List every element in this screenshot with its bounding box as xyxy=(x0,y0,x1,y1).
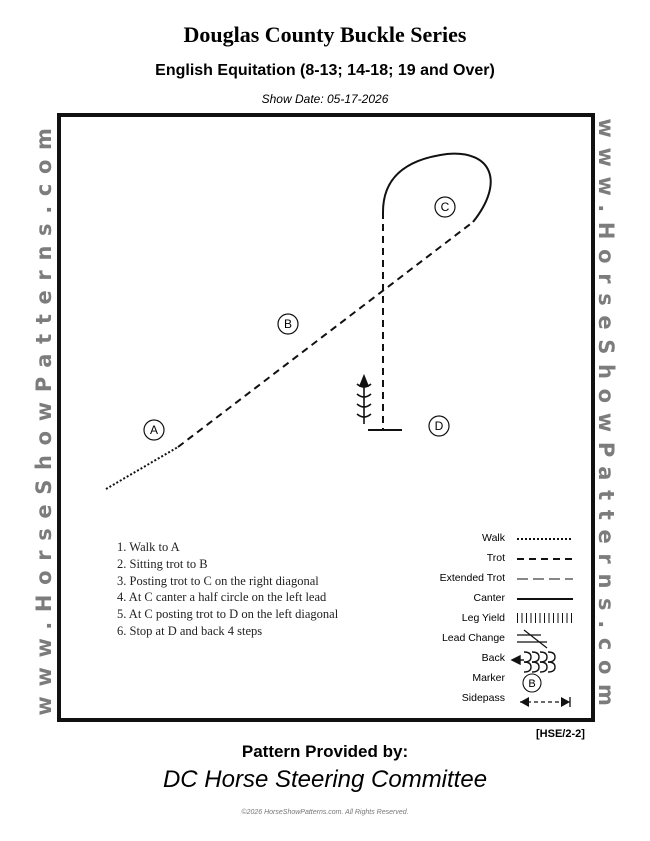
legend-trot-label: Trot xyxy=(486,552,505,564)
pattern-code: [HSE/2-2] xyxy=(536,728,585,740)
step-item: 6. Stop at D and back 4 steps xyxy=(117,623,263,638)
step-item: 1. Walk to A xyxy=(117,540,180,554)
legend-canter-label: Canter xyxy=(473,592,505,604)
path-walk xyxy=(105,446,179,490)
step-item: 3. Posting trot to C on the right diagon… xyxy=(117,573,319,588)
legend-marker-symbol-label: B xyxy=(528,678,535,690)
marker-d: D xyxy=(428,415,450,437)
step-item: 4. At C canter a half circle on the left… xyxy=(117,590,327,605)
marker-b-label: B xyxy=(284,317,292,331)
marker-a-label: A xyxy=(150,423,158,437)
marker-b: B xyxy=(277,313,299,335)
marker-a: A xyxy=(143,419,165,441)
path-canter-half-circle xyxy=(382,152,492,223)
step-item: 5. At C posting trot to D on the left di… xyxy=(117,607,339,622)
back-steps-symbol xyxy=(356,373,372,424)
marker-c: C xyxy=(434,196,456,218)
pattern-title: Douglas County Buckle Series xyxy=(183,22,467,47)
legend-marker-symbol: B xyxy=(522,673,542,693)
provided-by-heading: Pattern Provided by: xyxy=(241,742,409,761)
marker-c-label: C xyxy=(441,200,450,214)
legend-leg-yield-label: Leg Yield xyxy=(461,612,505,624)
legend-back-symbol xyxy=(510,651,556,673)
legend-walk-label: Walk xyxy=(482,532,505,544)
copyright-notice: ©2026 HorseShowPatterns.com. All Rights … xyxy=(241,809,409,816)
path-trot-diagonal xyxy=(177,221,474,448)
provider-name: DC Horse Steering Committee xyxy=(162,766,488,793)
legend-sidepass-symbol xyxy=(520,697,571,707)
legend-lead-change-label: Lead Change xyxy=(441,632,505,644)
legend-marker-label: Marker xyxy=(472,672,505,684)
legend-back-label: Back xyxy=(481,652,505,664)
show-date: Show Date: 05-17-2026 xyxy=(261,92,389,106)
step-item: 2. Sitting trot to B xyxy=(117,556,208,571)
legend-extended-trot-label: Extended Trot xyxy=(439,572,505,584)
class-subtitle: English Equitation (8-13; 14-18; 19 and … xyxy=(155,62,495,79)
arena-border xyxy=(57,113,595,722)
marker-d-label: D xyxy=(435,419,444,433)
legend-lead-change-symbol xyxy=(517,629,548,649)
legend-sidepass-label: Sidepass xyxy=(461,692,505,704)
pattern-steps: 1. Walk to A 2. Sitting trot to B 3. Pos… xyxy=(117,539,338,640)
